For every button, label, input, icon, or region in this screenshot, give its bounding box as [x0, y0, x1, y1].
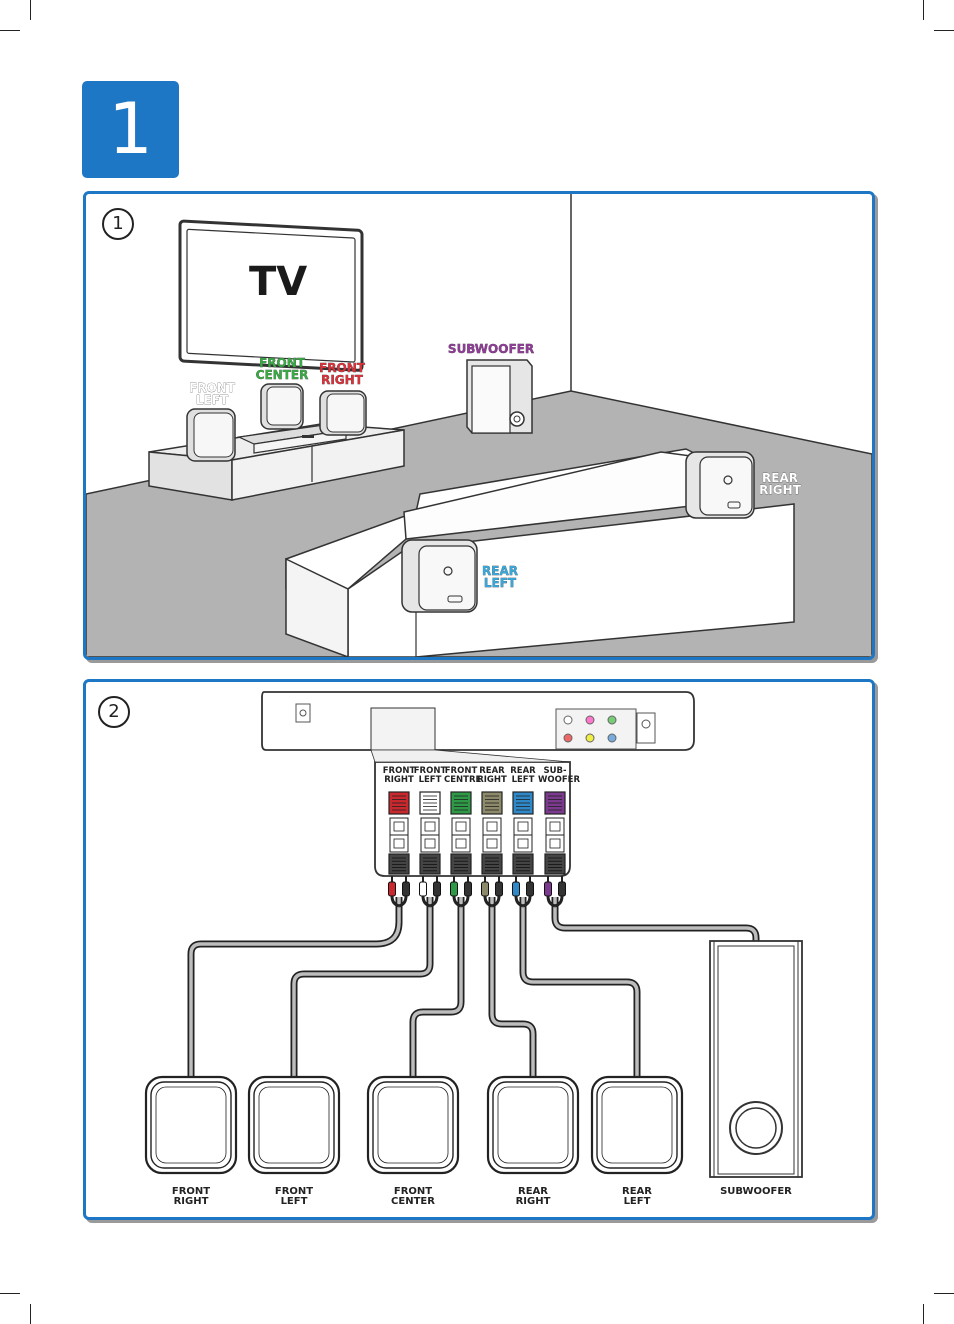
plug-0-1 [402, 881, 410, 897]
speaker-label-1: FRONT LEFT [274, 1186, 314, 1207]
plug-1-0 [419, 881, 427, 897]
speakers [144, 1075, 684, 1175]
speaker-1 [247, 1075, 341, 1175]
cable-outer-2 [409, 897, 465, 1077]
cables [187, 876, 760, 1077]
jack-1 [419, 791, 441, 875]
room-illustration [86, 194, 872, 657]
jack-label-2: FRONT CENTRE [444, 766, 482, 785]
label-front-left: FRONT LEFT [189, 381, 235, 407]
plug-4-1 [526, 881, 534, 897]
jack-label-1: FRONT LEFT [413, 766, 447, 785]
receiver-back-panel [261, 691, 695, 751]
label-front-center: FRONT CENTER [255, 356, 309, 382]
crop-mark [923, 0, 924, 20]
jack-stack [388, 791, 566, 875]
plug-1-1 [433, 881, 441, 897]
jack-5 [544, 791, 566, 875]
label-rear-right: REAR RIGHT [759, 471, 801, 497]
step-circle-2: 2 [98, 696, 130, 728]
cable-inner-5 [553, 897, 758, 941]
jack-label-5: SUB- WOOFER [538, 766, 580, 785]
wiring-diagram [144, 691, 803, 1178]
crop-mark [923, 1304, 924, 1324]
rear-right-speaker [685, 451, 755, 519]
plug-2-0 [450, 881, 458, 897]
plug-3-0 [481, 881, 489, 897]
tv-label: TV [249, 259, 308, 305]
cable-inner-1 [292, 897, 432, 1077]
cable-inner-0 [189, 897, 401, 1077]
cable-inner-2 [411, 897, 463, 1077]
jack-0 [388, 791, 410, 875]
cable-inner-4 [521, 897, 639, 1077]
speaker-0 [144, 1075, 238, 1175]
plug-4-0 [512, 881, 520, 897]
label-subwoofer: SUBWOOFER [447, 342, 535, 356]
speaker-label-0: FRONT RIGHT [171, 1186, 211, 1207]
speaker-label-3: REAR RIGHT [515, 1186, 551, 1207]
room-placement-panel: 1 TV FRONT LEFT FRONT CENTER FRONT RIGHT… [83, 191, 875, 660]
subwoofer-cabinet [709, 940, 803, 1178]
crop-mark [30, 0, 31, 20]
jack-3 [481, 791, 503, 875]
speaker-label-4: REAR LEFT [622, 1186, 652, 1207]
plug-3-1 [495, 881, 503, 897]
speaker-2 [366, 1075, 460, 1175]
front-left-speaker [186, 408, 236, 462]
jack-label-3: REAR RIGHT [477, 766, 507, 785]
crop-mark [30, 1304, 31, 1324]
cable-outer-4 [519, 897, 641, 1077]
jack-4 [512, 791, 534, 875]
cable-inner-3 [490, 897, 535, 1077]
label-front-right: FRONT RIGHT [319, 361, 365, 387]
speaker-label-5: SUBWOOFER [720, 1186, 792, 1197]
crop-mark [0, 30, 20, 31]
front-center-speaker [260, 383, 304, 430]
plug-5-1 [558, 881, 566, 897]
plug-0-0 [388, 881, 396, 897]
speaker-label-2: FRONT CENTER [391, 1186, 435, 1207]
front-right-speaker [319, 390, 367, 436]
cable-outer-5 [551, 897, 760, 942]
speaker-4 [590, 1075, 684, 1175]
plug-5-0 [544, 881, 552, 897]
crop-mark [0, 1293, 20, 1294]
sofa-illustration [285, 448, 795, 657]
step-number-badge: 1 [82, 81, 179, 178]
tv-illustration [178, 219, 364, 372]
rear-left-speaker [401, 539, 478, 613]
jack-label-0: FRONT RIGHT [382, 766, 416, 785]
subwoofer-illustration [466, 359, 533, 434]
crop-mark [934, 1293, 954, 1294]
label-rear-left: REAR LEFT [482, 564, 518, 590]
cable-outer-3 [488, 897, 537, 1077]
speaker-3 [486, 1075, 580, 1175]
crop-mark [934, 30, 954, 31]
step-circle-1: 1 [102, 208, 134, 240]
jack-2 [450, 791, 472, 875]
jack-label-4: REAR LEFT [510, 766, 536, 785]
plug-2-1 [464, 881, 472, 897]
